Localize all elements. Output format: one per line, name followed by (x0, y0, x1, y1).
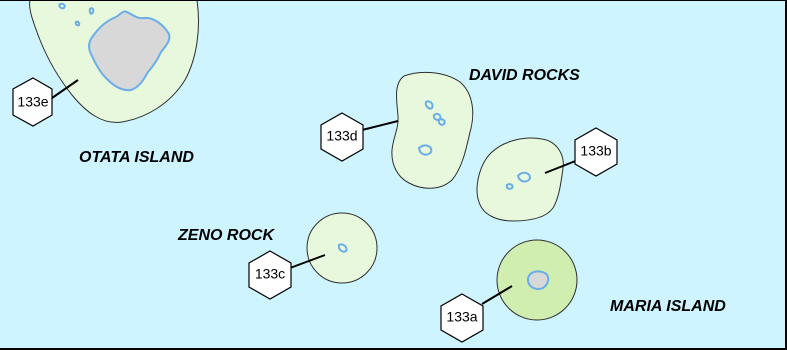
leader-133b (544, 159, 579, 174)
leader-133a (481, 285, 513, 305)
site-label-133c: 133c (255, 266, 285, 282)
site-label-133a: 133a (446, 309, 477, 325)
land-otata-islet-3 (74, 20, 81, 27)
hexagon-icon (320, 112, 364, 162)
place-label-maria-island: MARIA ISLAND (610, 298, 726, 315)
buffer-david-rocks[interactable] (391, 71, 474, 189)
site-label-133e: 133e (17, 94, 48, 110)
place-label-otata-island: OTATA ISLAND (79, 149, 194, 166)
land-otata-islet-1 (58, 2, 66, 10)
site-marker-133e[interactable]: 133e (12, 77, 53, 127)
hexagon-icon (12, 77, 53, 127)
place-label-david-rocks: DAVID ROCKS (469, 67, 580, 84)
land-david-rocks-1 (424, 100, 434, 110)
site-marker-133b[interactable]: 133b (574, 127, 618, 177)
place-label-zeno-rock: ZENO ROCK (177, 227, 275, 244)
site-marker-133a[interactable]: 133a (440, 293, 484, 343)
leader-133e (51, 79, 79, 99)
site-marker-133c[interactable]: 133c (248, 250, 292, 300)
land-133b (516, 171, 532, 183)
land-maria-island[interactable] (526, 270, 550, 290)
land-133b-islet (505, 183, 514, 190)
site-marker-133d[interactable]: 133d (320, 112, 364, 162)
buffer-zeno-rock[interactable] (306, 212, 378, 284)
hexagon-icon (440, 293, 484, 343)
land-zeno-rock (337, 243, 348, 253)
land-otata-island[interactable] (88, 10, 171, 92)
hexagon-icon (248, 250, 292, 300)
hexagon-icon (574, 127, 618, 177)
site-label-133b: 133b (580, 143, 611, 159)
land-david-rocks-3 (437, 118, 446, 126)
land-otata-islet-2 (88, 7, 95, 15)
leader-133c (289, 254, 326, 269)
leader-133d (361, 120, 399, 131)
site-label-133d: 133d (326, 128, 357, 144)
land-david-rocks-4 (417, 144, 433, 156)
